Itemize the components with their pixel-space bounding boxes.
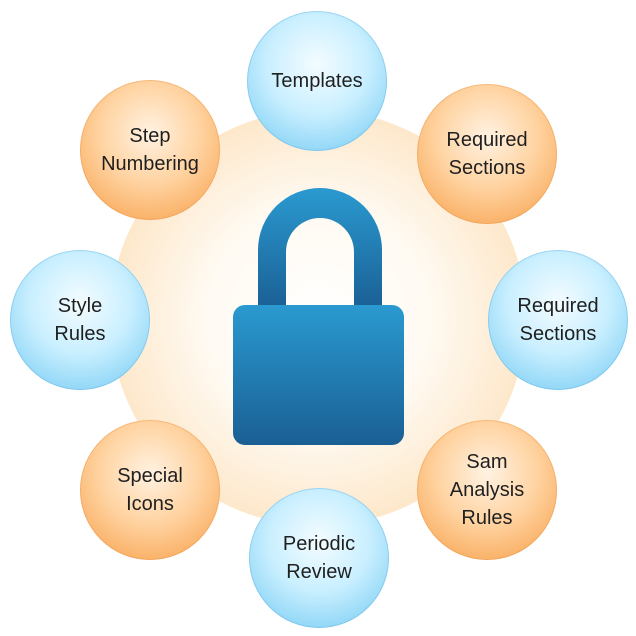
node-label: Required Sections bbox=[446, 129, 528, 179]
node-label: Sam Analysis Rules bbox=[449, 451, 525, 529]
node-step-numbering: Step Numbering bbox=[80, 80, 220, 220]
node-label: Templates bbox=[271, 70, 363, 92]
node-special-icons: Special Icons bbox=[80, 420, 220, 560]
node-label: Periodic Review bbox=[282, 533, 356, 583]
node-label: Style Rules bbox=[54, 295, 106, 345]
node-style-rules: Style Rules bbox=[10, 250, 150, 390]
node-label: Required Sections bbox=[517, 295, 599, 345]
node-periodic-review: Periodic Review bbox=[249, 488, 389, 628]
node-label: Step Numbering bbox=[101, 125, 199, 175]
node-required-sections-blue: Required Sections bbox=[488, 250, 628, 390]
node-sam-analysis-rules: Sam Analysis Rules bbox=[417, 420, 557, 560]
padlock-shackle bbox=[258, 188, 382, 310]
node-required-sections-orange: Required Sections bbox=[417, 84, 557, 224]
padlock-body bbox=[233, 305, 404, 445]
node-label: Special Icons bbox=[117, 465, 183, 515]
node-templates: Templates bbox=[247, 11, 387, 151]
